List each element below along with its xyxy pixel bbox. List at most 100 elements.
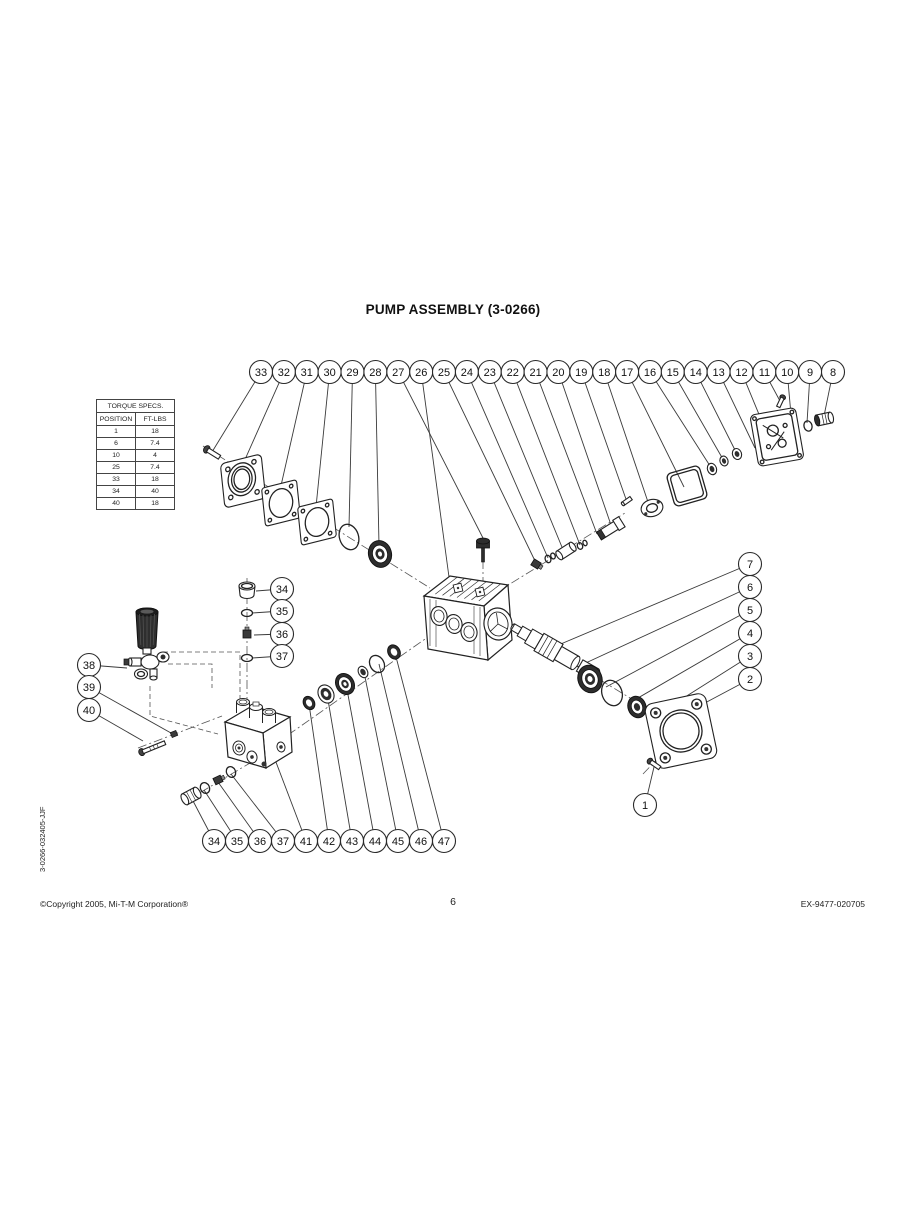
torque-cell: 18	[135, 497, 175, 510]
svg-text:19: 19	[575, 367, 587, 379]
part-nut-39	[169, 730, 179, 738]
callout-11: 11	[752, 359, 777, 385]
part-oring-24	[544, 552, 556, 564]
svg-text:20: 20	[552, 367, 564, 379]
part-oring-29	[338, 523, 360, 551]
centerlines	[137, 445, 707, 802]
callout-16: 16	[637, 359, 663, 385]
svg-text:24: 24	[461, 367, 473, 379]
part-oring-15	[719, 455, 729, 467]
svg-text:39: 39	[83, 682, 95, 694]
callout-1: 1	[632, 792, 658, 818]
svg-text:33: 33	[255, 367, 267, 379]
part-seal-43	[317, 684, 335, 704]
copyright-text: ©Copyright 2005, Mi-T-M Corporation®	[40, 899, 189, 909]
part-oring-22	[576, 539, 588, 550]
part-oring-35	[240, 608, 254, 618]
callout-26: 26	[409, 359, 434, 385]
svg-text:23: 23	[484, 367, 496, 379]
svg-text:36: 36	[254, 836, 266, 848]
part-bearing-cover-32	[220, 454, 266, 508]
callout-43: 43	[339, 828, 365, 854]
svg-text:27: 27	[392, 367, 404, 379]
document-code: EX-9477-020705	[800, 899, 865, 909]
svg-text:28: 28	[369, 367, 381, 379]
part-seal-42	[302, 695, 316, 711]
callout-24: 24	[454, 359, 479, 385]
part-pin-19	[620, 495, 634, 507]
svg-text:44: 44	[369, 836, 381, 848]
svg-text:35: 35	[231, 836, 243, 848]
callout-45: 45	[385, 828, 411, 854]
svg-text:37: 37	[276, 651, 288, 663]
svg-text:36: 36	[276, 629, 288, 641]
part-square-ring-17	[666, 465, 708, 507]
callout-25: 25	[431, 359, 457, 385]
svg-text:15: 15	[667, 367, 679, 379]
part-oil-cap-27	[476, 537, 490, 563]
part-seal-44	[335, 673, 355, 695]
callout-34-upper: 34	[269, 576, 295, 602]
part-cap-34	[238, 581, 256, 600]
callout-39: 39	[76, 674, 102, 700]
part-oring-35b	[199, 782, 211, 794]
svg-text:1: 1	[642, 800, 648, 812]
svg-text:34: 34	[208, 836, 220, 848]
part-bolt-40	[138, 740, 167, 757]
part-cover-plate-12	[750, 407, 804, 467]
callout-44: 44	[362, 828, 388, 854]
callout-32: 32	[271, 359, 296, 385]
part-bearing-6	[577, 664, 603, 694]
part-ring-45	[357, 665, 369, 679]
callout-46: 46	[408, 828, 434, 854]
svg-text:10: 10	[781, 367, 793, 379]
callout-35-lower: 35	[224, 828, 250, 854]
svg-text:34: 34	[276, 584, 288, 596]
callout-33: 33	[248, 359, 274, 385]
callout-6: 6	[737, 574, 763, 600]
part-manifold	[223, 698, 293, 770]
callout-14: 14	[683, 359, 708, 385]
callout-8: 8	[820, 359, 846, 385]
svg-text:14: 14	[690, 367, 702, 379]
svg-text:38: 38	[83, 660, 95, 672]
callout-7: 7	[737, 551, 763, 577]
svg-text:40: 40	[83, 705, 95, 717]
phantom-lines	[149, 651, 241, 735]
svg-text:2: 2	[747, 674, 753, 686]
part-seal-47	[387, 644, 401, 660]
part-sleeve-23	[555, 541, 577, 561]
svg-text:17: 17	[621, 367, 633, 379]
svg-text:31: 31	[301, 367, 313, 379]
part-unloader-valve-38	[123, 607, 170, 681]
callout-2: 2	[737, 666, 763, 692]
svg-text:26: 26	[415, 367, 427, 379]
callout-balloons: 33 32 31 30 29 28 27 26 25 24 23 22 21 2…	[76, 359, 846, 854]
callout-13: 13	[706, 359, 731, 385]
callout-21: 21	[523, 359, 548, 385]
callout-38: 38	[76, 652, 102, 678]
callout-30: 30	[317, 359, 342, 385]
part-bolt-11	[775, 394, 787, 409]
svg-text:21: 21	[529, 367, 541, 379]
callout-28: 28	[363, 359, 388, 385]
callout-15: 15	[660, 359, 685, 385]
part-bolt-33	[203, 445, 222, 460]
callout-17: 17	[615, 359, 640, 385]
part-plug-8	[814, 411, 835, 427]
callout-31: 31	[294, 359, 319, 385]
page-number: 6	[450, 896, 456, 908]
svg-text:47: 47	[438, 836, 450, 848]
page-title: PUMP ASSEMBLY (3-0266)	[365, 302, 541, 317]
part-flange-plate-2	[644, 693, 718, 769]
callout-36-lower: 36	[247, 828, 273, 854]
part-oring-16	[706, 462, 718, 476]
part-oring-5	[600, 679, 624, 707]
callout-27: 27	[386, 359, 411, 385]
part-valve-fitting-25	[530, 558, 544, 570]
side-revision-code: 3-0266-032405-JJF	[38, 806, 47, 872]
svg-text:18: 18	[598, 367, 610, 379]
svg-text:5: 5	[747, 605, 753, 617]
